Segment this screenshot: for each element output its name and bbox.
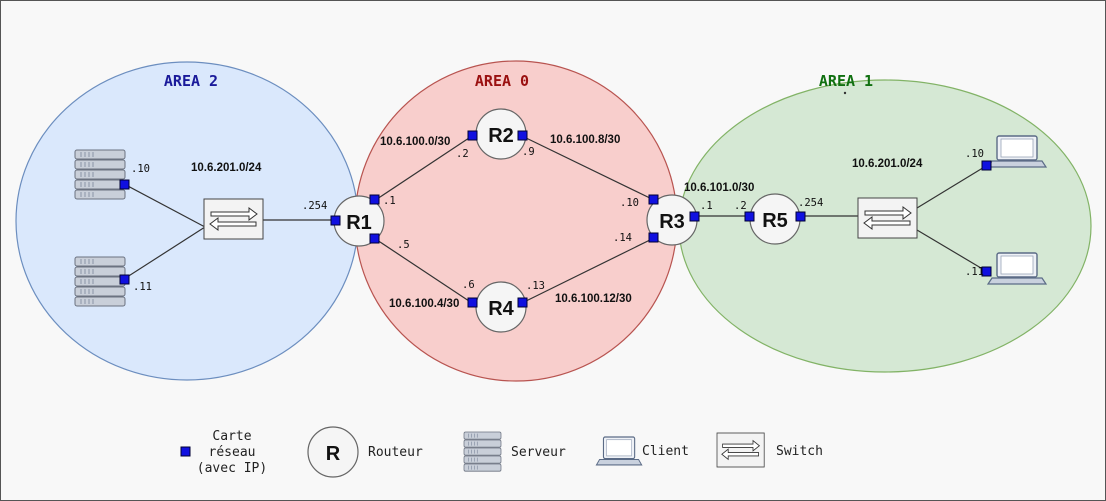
- router-r4: R4: [475, 281, 527, 333]
- laptop-icon: [595, 436, 643, 466]
- link-switch-client1: [916, 165, 987, 209]
- link-r1-r2: [373, 135, 473, 202]
- nic-icon: [648, 194, 659, 205]
- ip-label-server1: .10: [131, 163, 150, 175]
- nic-icon: [330, 215, 341, 226]
- nic-icon: [689, 211, 700, 222]
- legend-switch-label: Switch: [776, 444, 823, 459]
- laptop-icon: [987, 252, 1047, 285]
- network-label-r4-r3: 10.6.100.12/30: [555, 293, 632, 305]
- legend-router-symbol: R: [326, 443, 341, 465]
- area-1-dot: [843, 91, 847, 95]
- switch-icon: [857, 197, 918, 239]
- nic-icon: [744, 211, 755, 222]
- network-label-r1-r2: 10.6.100.0/30: [380, 136, 450, 148]
- router-r5: R5: [749, 193, 801, 245]
- router-r1-label: R1: [346, 212, 372, 234]
- area-0-label: AREA 0: [475, 72, 529, 90]
- area-1-label: AREA 1: [819, 72, 873, 90]
- nic-icon: [119, 179, 130, 190]
- nic-icon: [795, 211, 806, 222]
- server-icon: [463, 431, 502, 472]
- legend-nic-line1: Carte: [212, 429, 251, 444]
- ip-label-r4-r1: .6: [462, 279, 475, 291]
- nic-icon: [369, 233, 380, 244]
- router-r3: R3: [646, 194, 698, 246]
- router-r2: R2: [475, 108, 527, 160]
- switch-icon: [716, 432, 765, 468]
- server-icon: [74, 256, 126, 307]
- network-label-r2-r3: 10.6.100.8/30: [550, 134, 620, 146]
- ip-label-r5-r3: .2: [734, 200, 747, 212]
- nic-icon: [119, 274, 130, 285]
- nic-icon: [467, 130, 478, 141]
- server-icon: [74, 149, 126, 200]
- network-label-r1-r4: 10.6.100.4/30: [389, 298, 459, 310]
- router-icon: [307, 426, 359, 478]
- link-server2-switch: [123, 226, 206, 280]
- nic-icon: [981, 160, 992, 171]
- router-r4-label: R4: [488, 298, 514, 320]
- link-r2-r3: [521, 135, 655, 201]
- ip-label-r2-r1: .2: [456, 148, 469, 160]
- legend-nic-line3: (avec IP): [197, 461, 267, 476]
- legend-server-label: Serveur: [511, 445, 566, 460]
- ip-label-r1-r2: .1: [383, 195, 396, 207]
- network-label-area1-lan: 10.6.201.0/24: [852, 158, 923, 170]
- ip-label-r1-r4: .5: [397, 239, 410, 251]
- link-switch-client2: [916, 229, 987, 272]
- link-r1-r4: [373, 237, 473, 304]
- router-r5-label: R5: [762, 210, 788, 232]
- nic-icon: [648, 232, 659, 243]
- ip-label-server2: .11: [133, 281, 152, 293]
- nic-icon: [180, 446, 191, 457]
- laptop-icon: [987, 135, 1047, 168]
- area-0-region: [354, 60, 678, 382]
- ip-label-client1: .10: [965, 148, 984, 160]
- legend-nic-line2: réseau: [209, 445, 256, 460]
- area-2-label: AREA 2: [164, 72, 218, 90]
- link-r4-r3: [521, 237, 655, 304]
- network-label-area2-lan: 10.6.201.0/24: [191, 162, 262, 174]
- ip-label-r4-r3: .13: [526, 280, 545, 292]
- ip-label-r5-lan: .254: [798, 197, 823, 209]
- ip-label-r1-lan: .254: [302, 200, 327, 212]
- link-server1-switch: [123, 183, 206, 228]
- ip-label-r3-r4: .14: [613, 232, 632, 244]
- legend: Carte réseau (avec IP) R Routeur Serveur…: [180, 426, 823, 478]
- router-r3-label: R3: [659, 211, 685, 233]
- ip-label-client2: .11: [965, 266, 984, 278]
- network-label-r3-r5: 10.6.101.0/30: [684, 182, 754, 194]
- ip-label-r3-r2: .10: [620, 197, 639, 209]
- router-r2-label: R2: [488, 125, 514, 147]
- area-2-region: [15, 61, 359, 381]
- ip-label-r3-r5: .1: [700, 200, 713, 212]
- nic-icon: [369, 194, 380, 205]
- ip-label-r2-r3: .9: [522, 146, 535, 158]
- nic-icon: [517, 297, 528, 308]
- legend-router-label: Routeur: [368, 445, 423, 460]
- legend-client-label: Client: [642, 444, 689, 459]
- nic-icon: [517, 130, 528, 141]
- nic-icon: [467, 297, 478, 308]
- switch-icon: [203, 198, 264, 240]
- nic-icon: [981, 266, 992, 277]
